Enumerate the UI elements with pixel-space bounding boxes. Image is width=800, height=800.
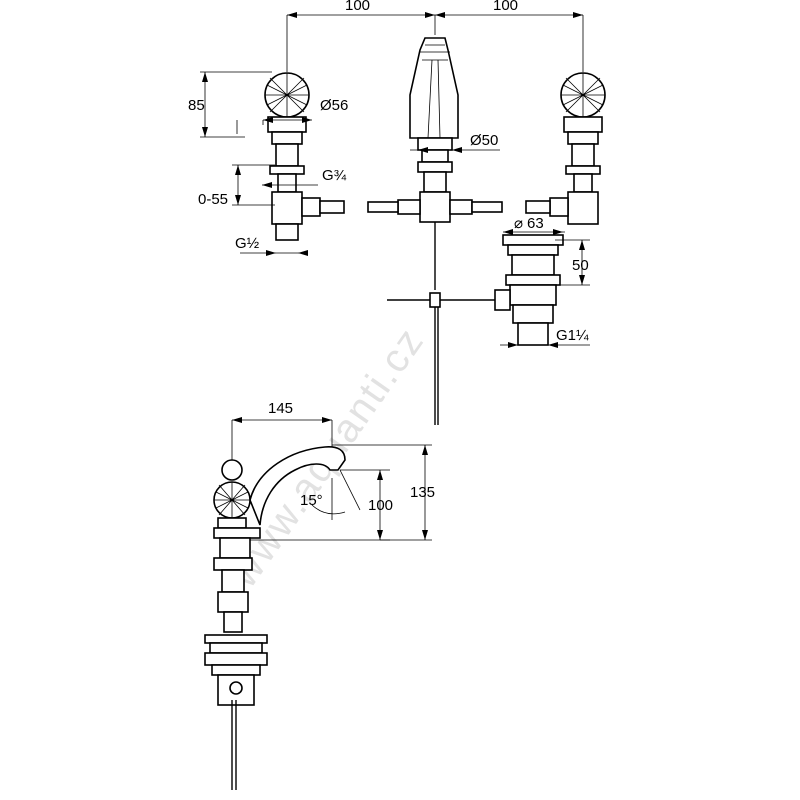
dim-supply-thread: G½ xyxy=(235,235,260,252)
dim-spout-reach: 145 xyxy=(268,400,293,417)
side-waste xyxy=(204,634,268,790)
dim-spout-clearance: 100 xyxy=(368,497,393,514)
dim-spout-diameter: Ø50 xyxy=(470,132,498,149)
dim-spacing-left: 100 xyxy=(345,0,370,14)
dim-waste-diameter: 63 xyxy=(527,215,544,232)
popup-rod-top xyxy=(387,292,495,425)
dim-handle-diameter: Ø56 xyxy=(320,97,348,114)
waste-assembly xyxy=(494,234,564,346)
dim-adjust-range: 0-55 xyxy=(198,191,228,208)
dimension-spout-side: 15° 100 135 xyxy=(250,444,435,541)
dim-handle-height: 85 xyxy=(188,97,205,114)
dim-waste-height: 50 xyxy=(572,257,589,274)
dim-spout-height: 135 xyxy=(410,484,435,501)
dim-waste-diameter-prefix: ⌀ xyxy=(514,215,523,232)
side-spout xyxy=(213,446,346,633)
dimension-waste: ⌀ 63 50 G1¼ xyxy=(500,215,590,348)
dimension-spacing: 100 100 xyxy=(286,0,584,72)
right-handle-valve xyxy=(525,72,606,225)
dimension-spout-reach: 145 xyxy=(231,400,333,470)
dim-inlet-thread: G¾ xyxy=(322,167,347,184)
dimension-spout-base: Ø50 xyxy=(410,132,500,153)
dimension-handle: 85 Ø56 0-55 G¾ G½ xyxy=(188,71,348,256)
left-handle-valve xyxy=(264,72,345,241)
dim-spacing-right: 100 xyxy=(493,0,518,14)
dim-spout-angle: 15° xyxy=(300,492,323,509)
dim-waste-thread: G1¼ xyxy=(556,327,589,344)
center-spout-top xyxy=(367,37,503,290)
